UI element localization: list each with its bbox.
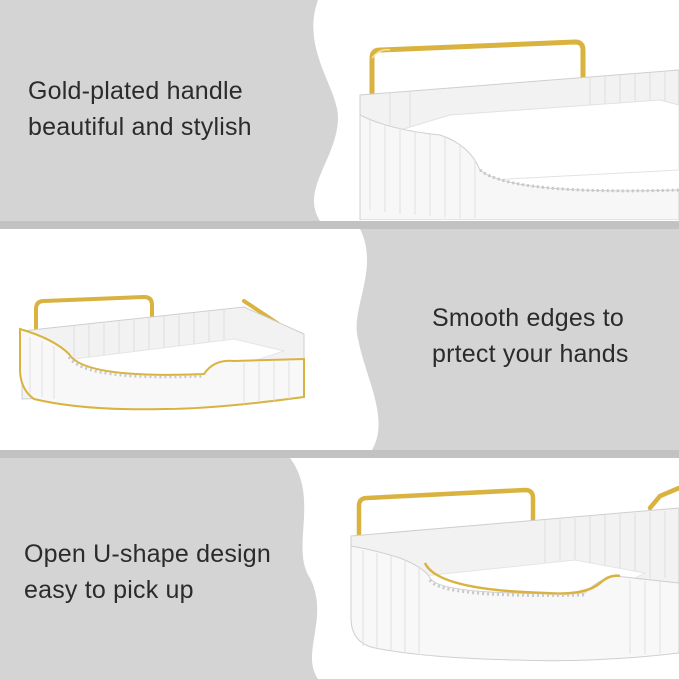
caption-line-2: prtect your hands [432, 340, 629, 368]
shelf-tray-image [19, 294, 305, 411]
panel-divider [0, 450, 679, 458]
panel-divider [0, 221, 679, 229]
caption-line-1: Open U-shape design [24, 540, 272, 568]
feature-panel-edges: Smooth edges to prtect your hands [0, 229, 679, 450]
caption-line-2: beautiful and stylish [28, 113, 252, 141]
shelf-tray-image [350, 485, 679, 662]
feature-caption: Gold-plated handle beautiful and stylish [28, 73, 252, 145]
feature-panel-u-shape: Open U-shape design easy to pick up [0, 458, 679, 679]
caption-line-2: easy to pick up [24, 576, 194, 604]
caption-line-1: Smooth edges to [432, 304, 625, 332]
shelf-tray-image [359, 39, 679, 220]
feature-caption: Open U-shape design easy to pick up [24, 536, 271, 608]
caption-line-1: Gold-plated handle [28, 77, 243, 105]
feature-caption: Smooth edges to prtect your hands [432, 300, 629, 372]
feature-panel-handle: Gold-plated handle beautiful and stylish [0, 0, 679, 221]
